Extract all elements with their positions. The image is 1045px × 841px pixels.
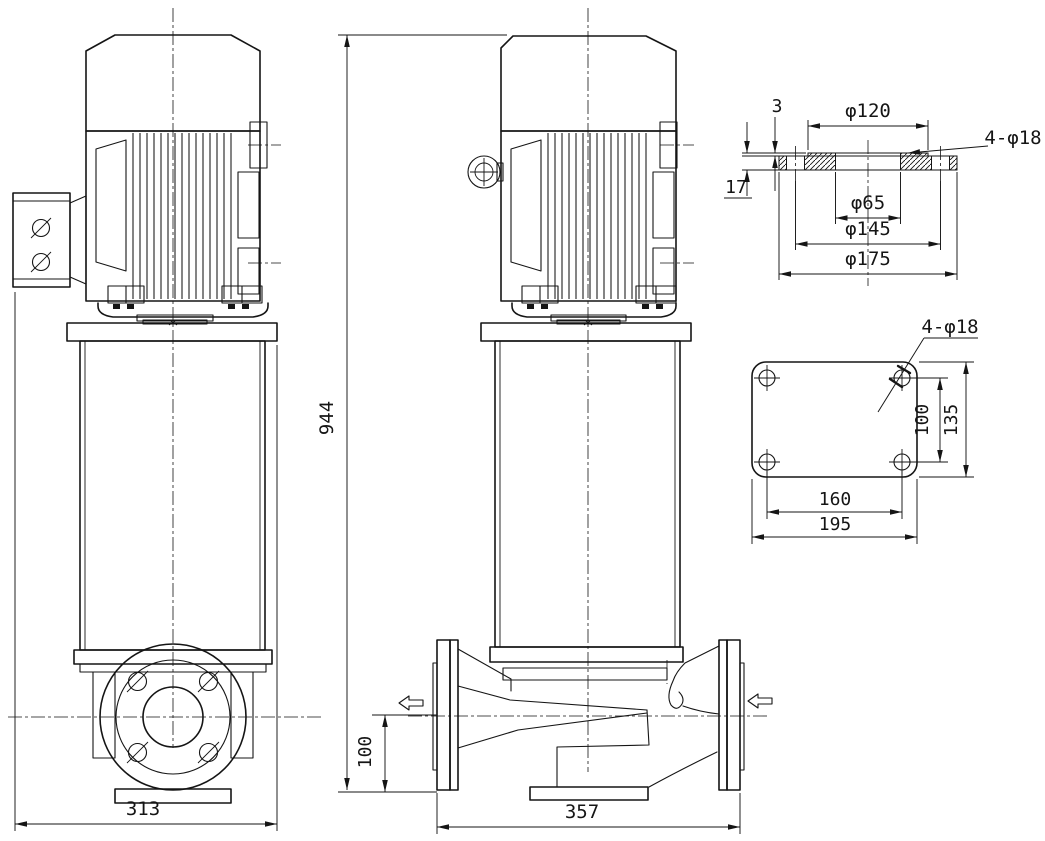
bolt-circle-label: φ145 bbox=[845, 218, 891, 240]
hole-spacing-v-label: 100 bbox=[912, 404, 933, 437]
flange-holes-leader bbox=[907, 145, 989, 155]
terminal-bolt-icon bbox=[31, 218, 51, 238]
flange-detail: φ120 4-φ18 3 17 φ65 φ145 φ175 bbox=[724, 96, 1042, 286]
motor-fins bbox=[547, 133, 647, 299]
fan-cover bbox=[500, 35, 677, 132]
base-plate-detail: 4-φ18 100 135 160 195 bbox=[751, 316, 979, 544]
main-dimensions: 944 100 313 357 bbox=[14, 34, 741, 834]
bolt-hole-icon bbox=[198, 742, 219, 763]
motor-lug bbox=[652, 171, 675, 239]
motor-body bbox=[500, 130, 677, 302]
flow-arrow-in-icon bbox=[747, 693, 773, 709]
side-motor bbox=[467, 35, 694, 326]
raised-face-dia-label: φ120 bbox=[845, 100, 891, 122]
pump-head-plate bbox=[489, 646, 684, 663]
flange-section bbox=[778, 152, 958, 171]
flange-holes-label: 4-φ18 bbox=[984, 127, 1041, 149]
motor-lug bbox=[652, 247, 675, 295]
motor-feet bbox=[521, 285, 677, 309]
casing-bracket bbox=[92, 671, 116, 759]
flow-arrow-out-icon bbox=[398, 695, 424, 711]
lifting-eye-icon bbox=[467, 155, 504, 189]
side-view bbox=[398, 8, 773, 801]
bore-dia-label: φ65 bbox=[851, 192, 885, 214]
casing-bracket bbox=[230, 671, 254, 759]
motor-stool-plate bbox=[480, 322, 692, 342]
raised-face-height-label: 3 bbox=[772, 96, 783, 117]
motor-feet bbox=[107, 285, 263, 309]
casing-foot bbox=[529, 786, 649, 801]
side-width-label: 357 bbox=[565, 801, 599, 823]
bolt-hole-icon bbox=[127, 742, 148, 763]
pump-sleeve bbox=[79, 340, 266, 651]
motor-bell bbox=[97, 302, 269, 318]
port-height-label: 100 bbox=[355, 736, 376, 769]
pump-sleeve bbox=[494, 340, 681, 648]
outer-dia-label: φ175 bbox=[845, 248, 891, 270]
front-view bbox=[8, 8, 322, 804]
front-flange-face bbox=[99, 643, 247, 791]
motor-fins bbox=[132, 133, 232, 299]
bolt-hole-icon bbox=[198, 671, 219, 692]
pump-casing bbox=[432, 639, 745, 801]
base-holes-label: 4-φ18 bbox=[921, 316, 978, 338]
coupling bbox=[550, 314, 627, 322]
hole-spacing-h-label: 160 bbox=[819, 489, 852, 510]
terminal-bolt-icon bbox=[31, 252, 51, 272]
suction-flange bbox=[718, 639, 745, 791]
front-width-label: 313 bbox=[126, 798, 160, 820]
plate-height-label: 135 bbox=[941, 404, 962, 437]
flange-thickness-label: 17 bbox=[725, 177, 747, 198]
base-plate-holes bbox=[754, 365, 915, 475]
motor-side-panel bbox=[510, 139, 542, 272]
overall-height-label: 944 bbox=[316, 401, 338, 435]
terminal-box bbox=[12, 192, 87, 288]
pump-foot bbox=[114, 788, 232, 804]
plate-width-label: 195 bbox=[819, 514, 852, 535]
motor-side-panel bbox=[95, 139, 127, 272]
front-motor bbox=[12, 34, 281, 326]
motor-lug bbox=[237, 171, 260, 239]
base-plate bbox=[751, 361, 918, 478]
motor-bell bbox=[511, 302, 677, 318]
motor-stool-plate bbox=[66, 322, 278, 342]
bolt-hole-icon bbox=[127, 671, 148, 692]
motor-lug bbox=[237, 247, 260, 295]
